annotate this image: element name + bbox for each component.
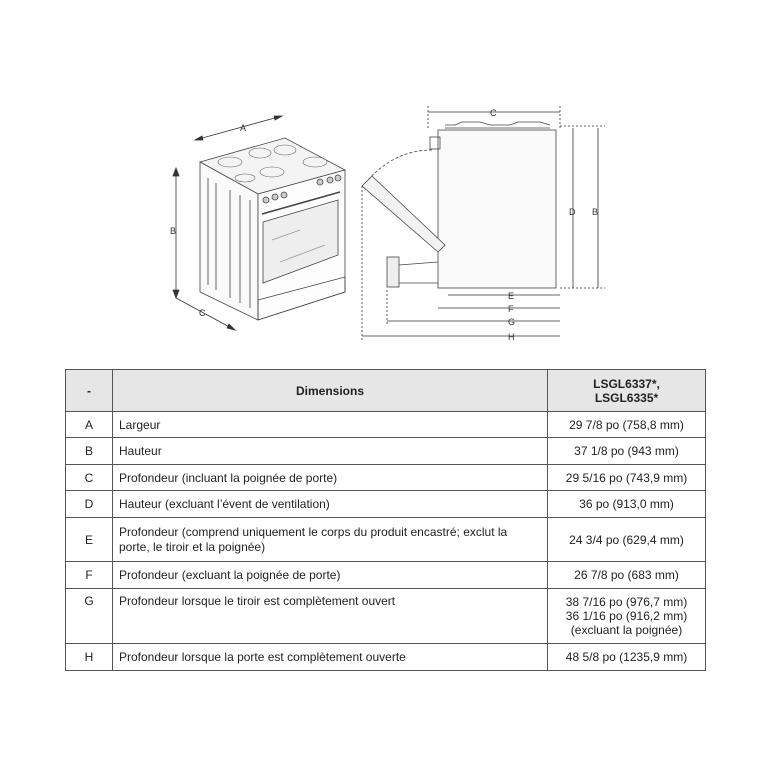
row-desc: Profondeur (excluant la poignée de porte… xyxy=(112,561,548,589)
front-label-a: A xyxy=(240,123,246,133)
header-key: - xyxy=(65,369,113,412)
row-value: 26 7/8 po (683 mm) xyxy=(547,561,706,589)
table-row: G Profondeur lorsque le tiroir est compl… xyxy=(65,588,706,644)
row-key: H xyxy=(65,643,113,671)
side-dimension-lines xyxy=(361,106,605,340)
table-row: F Profondeur (excluant la poignée de por… xyxy=(65,561,706,589)
side-label-d: D xyxy=(569,207,576,217)
row-value: 36 1/16 po (916,2 mm) xyxy=(565,609,688,623)
side-label-b: B xyxy=(592,207,598,217)
front-view-range xyxy=(198,137,347,321)
side-label-g: G xyxy=(508,317,515,327)
row-value: 36 po (913,0 mm) xyxy=(547,490,706,518)
row-desc: Profondeur lorsque la porte est complète… xyxy=(112,643,548,671)
row-key: E xyxy=(65,517,113,562)
row-key: B xyxy=(65,437,113,465)
row-value: 24 3/4 po (629,4 mm) xyxy=(547,517,706,562)
table-row: C Profondeur (incluant la poignée de por… xyxy=(65,464,706,491)
table-row: B Hauteur 37 1/8 po (943 mm) xyxy=(65,437,706,465)
row-value-cell: 38 7/16 po (976,7 mm) 36 1/16 po (916,2 … xyxy=(547,588,706,644)
dimensions-table: - Dimensions LSGL6337*, LSGL6335* A Larg… xyxy=(65,369,706,671)
side-label-c: C xyxy=(490,108,497,118)
side-view-range xyxy=(361,121,557,289)
table-header-row: - Dimensions LSGL6337*, LSGL6335* xyxy=(65,369,706,412)
table-row: H Profondeur lorsque la porte est complè… xyxy=(65,643,706,671)
row-desc: Profondeur (comprend uniquement le corps… xyxy=(119,524,508,554)
side-label-f: F xyxy=(508,304,514,314)
row-desc: Hauteur (excluant l’évent de ventilation… xyxy=(112,490,548,518)
row-key: C xyxy=(65,464,113,491)
row-desc: Largeur xyxy=(112,411,548,438)
row-key: D xyxy=(65,490,113,518)
row-value-note: (excluant la poignée) xyxy=(570,623,683,637)
side-label-e: E xyxy=(508,291,514,301)
row-desc: Profondeur (incluant la poignée de porte… xyxy=(112,464,548,491)
range-dimension-diagram: A B C C D B E F G H xyxy=(170,106,605,342)
row-value: 38 7/16 po (976,7 mm) xyxy=(565,595,688,609)
header-model: LSGL6337*, LSGL6335* xyxy=(547,369,706,412)
header-dimensions: Dimensions xyxy=(112,369,548,412)
row-desc-cell: Profondeur (comprend uniquement le corps… xyxy=(112,517,548,562)
row-key: A xyxy=(65,411,113,438)
front-dimension-lines xyxy=(172,115,284,331)
row-value: 29 7/8 po (758,8 mm) xyxy=(547,411,706,438)
row-desc: Profondeur lorsque le tiroir est complèt… xyxy=(112,588,548,644)
table-row: E Profondeur (comprend uniquement le cor… xyxy=(65,517,706,562)
row-value: 37 1/8 po (943 mm) xyxy=(547,437,706,465)
row-desc: Hauteur xyxy=(112,437,548,465)
table-row: D Hauteur (excluant l’évent de ventilati… xyxy=(65,490,706,518)
row-value: 29 5/16 po (743,9 mm) xyxy=(547,464,706,491)
row-key: G xyxy=(65,588,113,644)
row-value: 48 5/8 po (1235,9 mm) xyxy=(547,643,706,671)
front-label-b: B xyxy=(170,226,176,236)
table-row: A Largeur 29 7/8 po (758,8 mm) xyxy=(65,411,706,438)
row-key: F xyxy=(65,561,113,589)
side-label-h: H xyxy=(508,332,515,342)
front-label-c: C xyxy=(199,308,206,318)
